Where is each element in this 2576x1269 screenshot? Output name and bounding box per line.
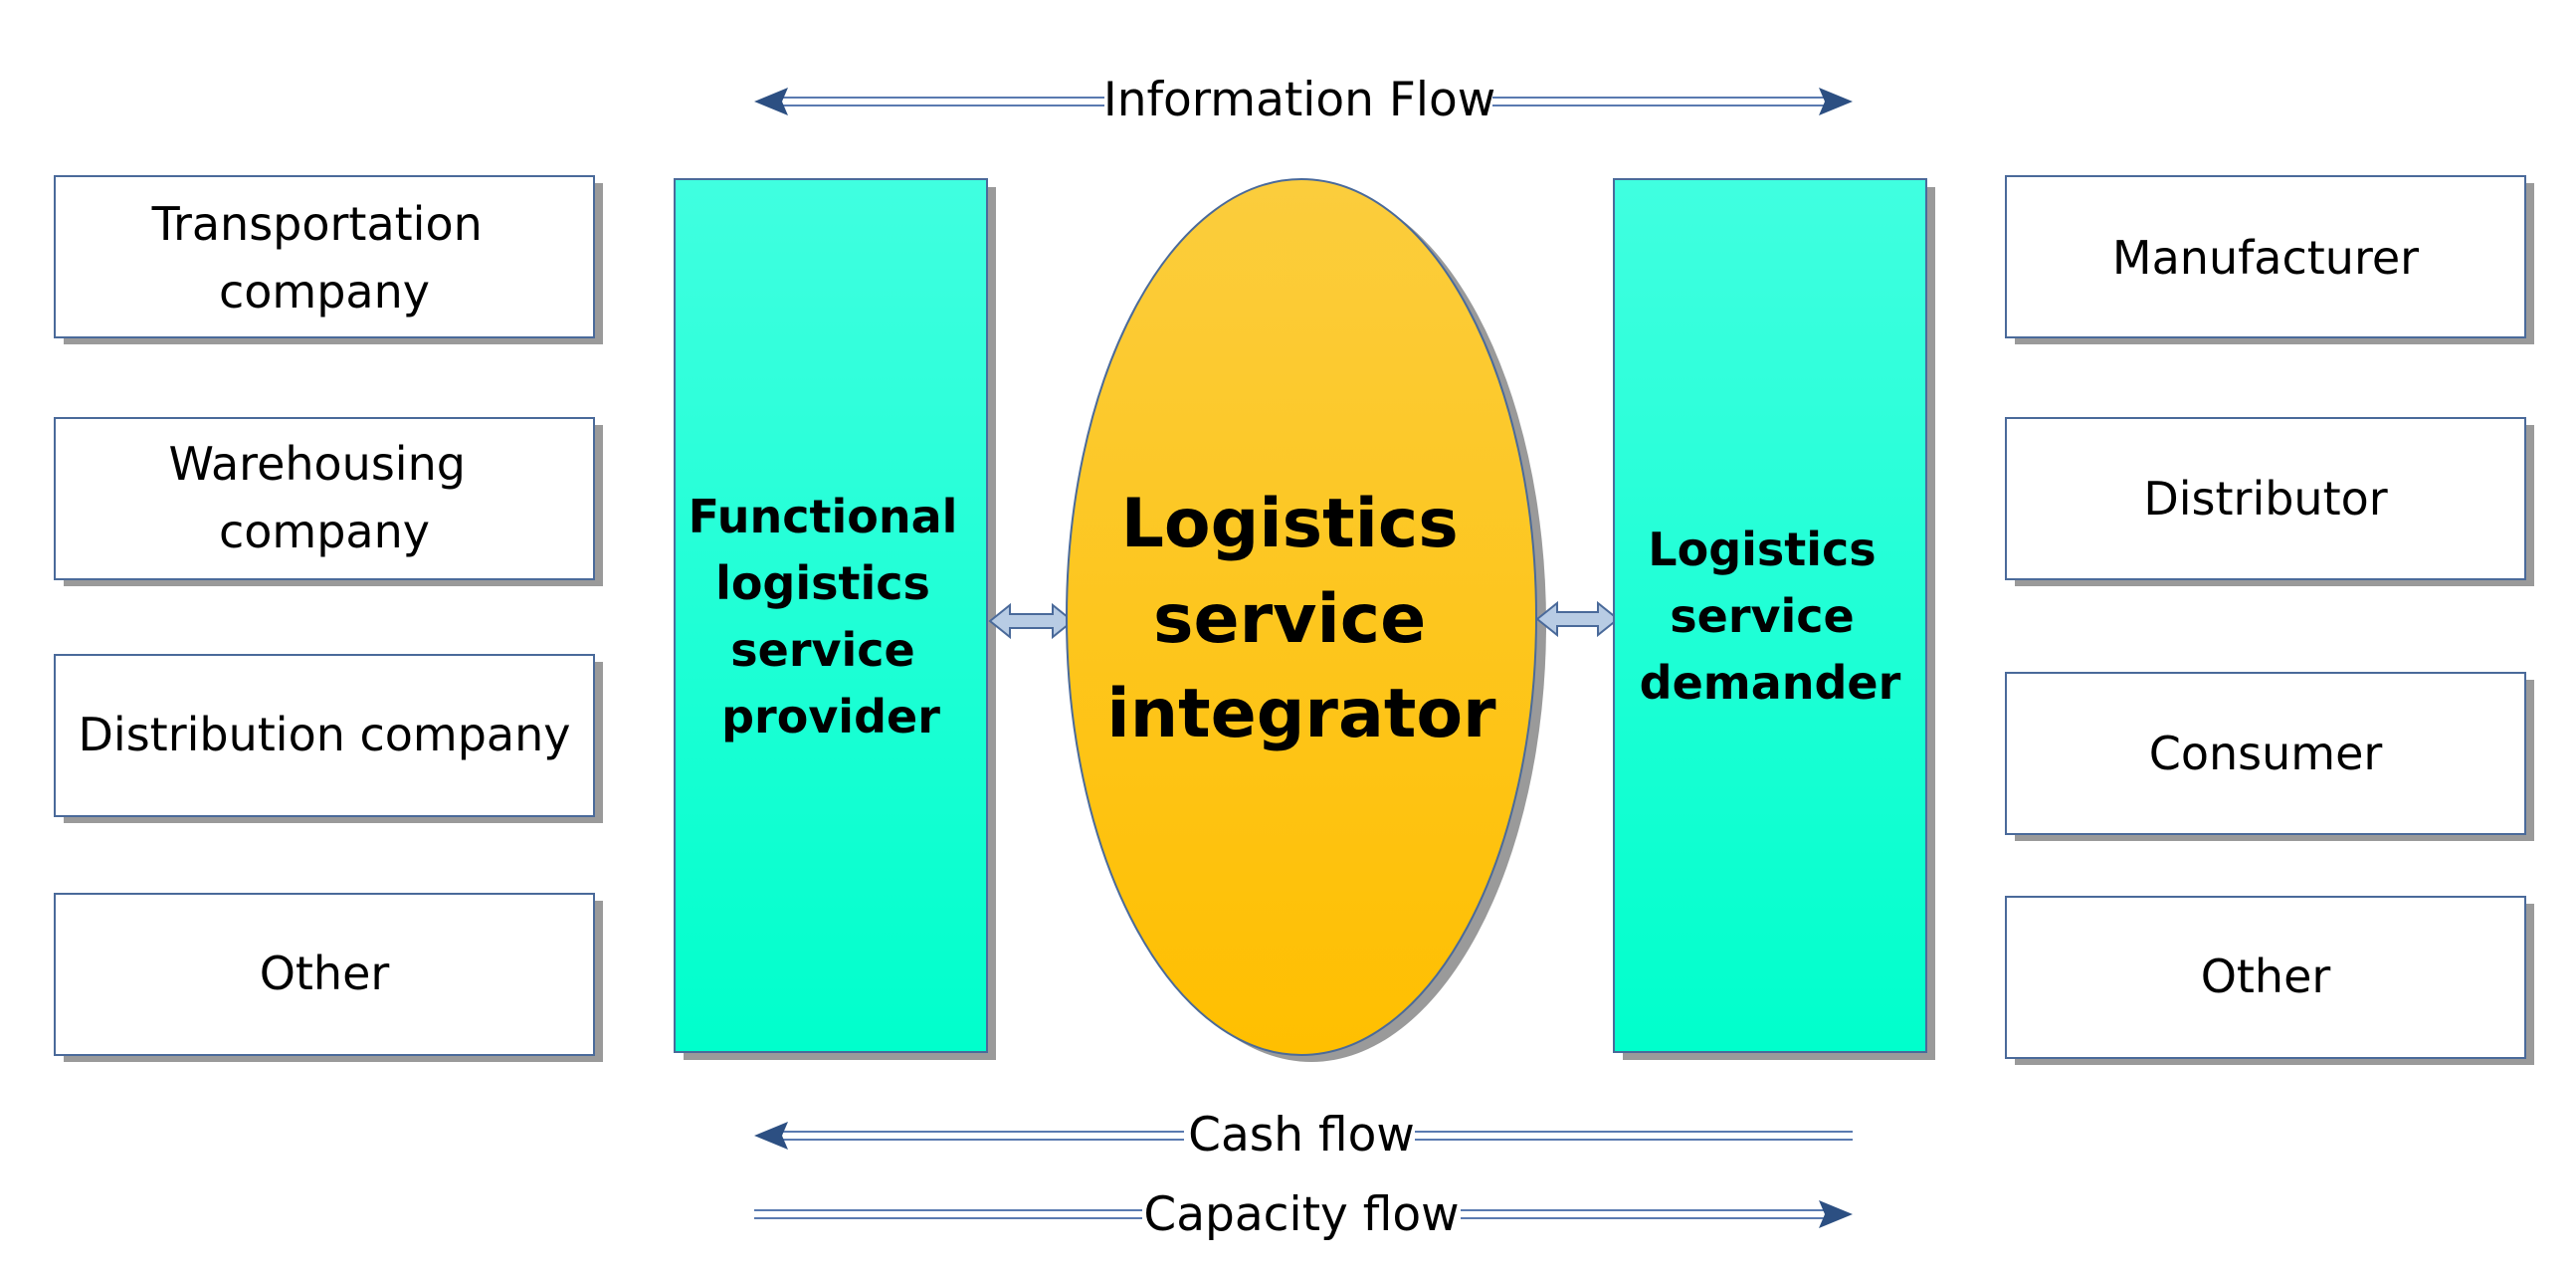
demander-label-line3: demander xyxy=(1640,656,1901,710)
capacity-arrowhead-right-icon xyxy=(1819,1200,1853,1228)
right-box-distributor: Distributor xyxy=(2005,417,2534,586)
right-box-manufacturer: Manufacturer xyxy=(2005,175,2534,344)
cash-flow-label: Cash flow xyxy=(1188,1108,1415,1163)
provider-label-line4: provider xyxy=(721,690,940,743)
cash-flow-arrow: Cash flow xyxy=(754,1107,1853,1166)
integrator-label-line1: Logistics xyxy=(1121,485,1459,563)
arrowhead-right-icon xyxy=(1819,88,1853,115)
integrator-label-line2: service xyxy=(1153,580,1426,659)
svg-text:Warehousing company: Warehousing company xyxy=(168,437,480,558)
information-flow-label: Information Flow xyxy=(1103,73,1495,127)
warehousing-label-line1: Warehousing xyxy=(168,437,465,491)
right-box-other: Other xyxy=(2005,896,2534,1065)
demander-label-line1: Logistics xyxy=(1648,523,1876,576)
provider-integrator-double-arrow-icon xyxy=(988,602,1075,640)
svg-text:Logistics service: Logistics service integrator xyxy=(1106,485,1496,753)
transportation-label-line1: Transportation xyxy=(151,197,483,251)
information-flow-arrow: Information Flow xyxy=(754,72,1853,131)
svg-text:Transportation company: Transportation company xyxy=(151,197,497,318)
provider-label-line1: Functional xyxy=(689,490,958,543)
left-box-distribution: Distribution company xyxy=(54,654,603,823)
provider-label-line3: service xyxy=(730,623,914,677)
demander-label-line2: service xyxy=(1670,589,1854,643)
integrator-demander-double-arrow-icon xyxy=(1535,600,1620,638)
provider-label-line2: logistics xyxy=(715,556,930,610)
provider-pillar: Functional logistics service provider xyxy=(674,178,996,1060)
warehousing-label-line2: company xyxy=(219,505,430,558)
left-box-warehousing: Warehousing company xyxy=(54,417,603,586)
capacity-flow-label: Capacity flow xyxy=(1143,1187,1459,1242)
left-box-transportation: Transportation company xyxy=(54,175,603,344)
consumer-label: Consumer xyxy=(2149,727,2383,780)
distributor-label: Distributor xyxy=(2143,472,2387,526)
arrowhead-left-icon xyxy=(754,88,788,115)
svg-text:Logistics service: Logistics service demander xyxy=(1640,523,1901,710)
right-other-label: Other xyxy=(2201,950,2331,1003)
left-box-other: Other xyxy=(54,893,603,1062)
capacity-flow-arrow: Capacity flow xyxy=(754,1186,1853,1246)
integrator-label-line3: integrator xyxy=(1106,675,1496,753)
distribution-label: Distribution company xyxy=(79,708,571,761)
integrator-ellipse: Logistics service integrator xyxy=(1066,178,1546,1062)
right-box-consumer: Consumer xyxy=(2005,672,2534,841)
cash-arrowhead-left-icon xyxy=(754,1122,788,1150)
left-other-label: Other xyxy=(260,947,390,1000)
manufacturer-label: Manufacturer xyxy=(2112,231,2419,285)
demander-pillar: Logistics service demander xyxy=(1613,178,1935,1060)
svg-text:Functional logistics: Functional logistics service provider xyxy=(689,490,974,743)
transportation-label-line2: company xyxy=(219,265,430,318)
